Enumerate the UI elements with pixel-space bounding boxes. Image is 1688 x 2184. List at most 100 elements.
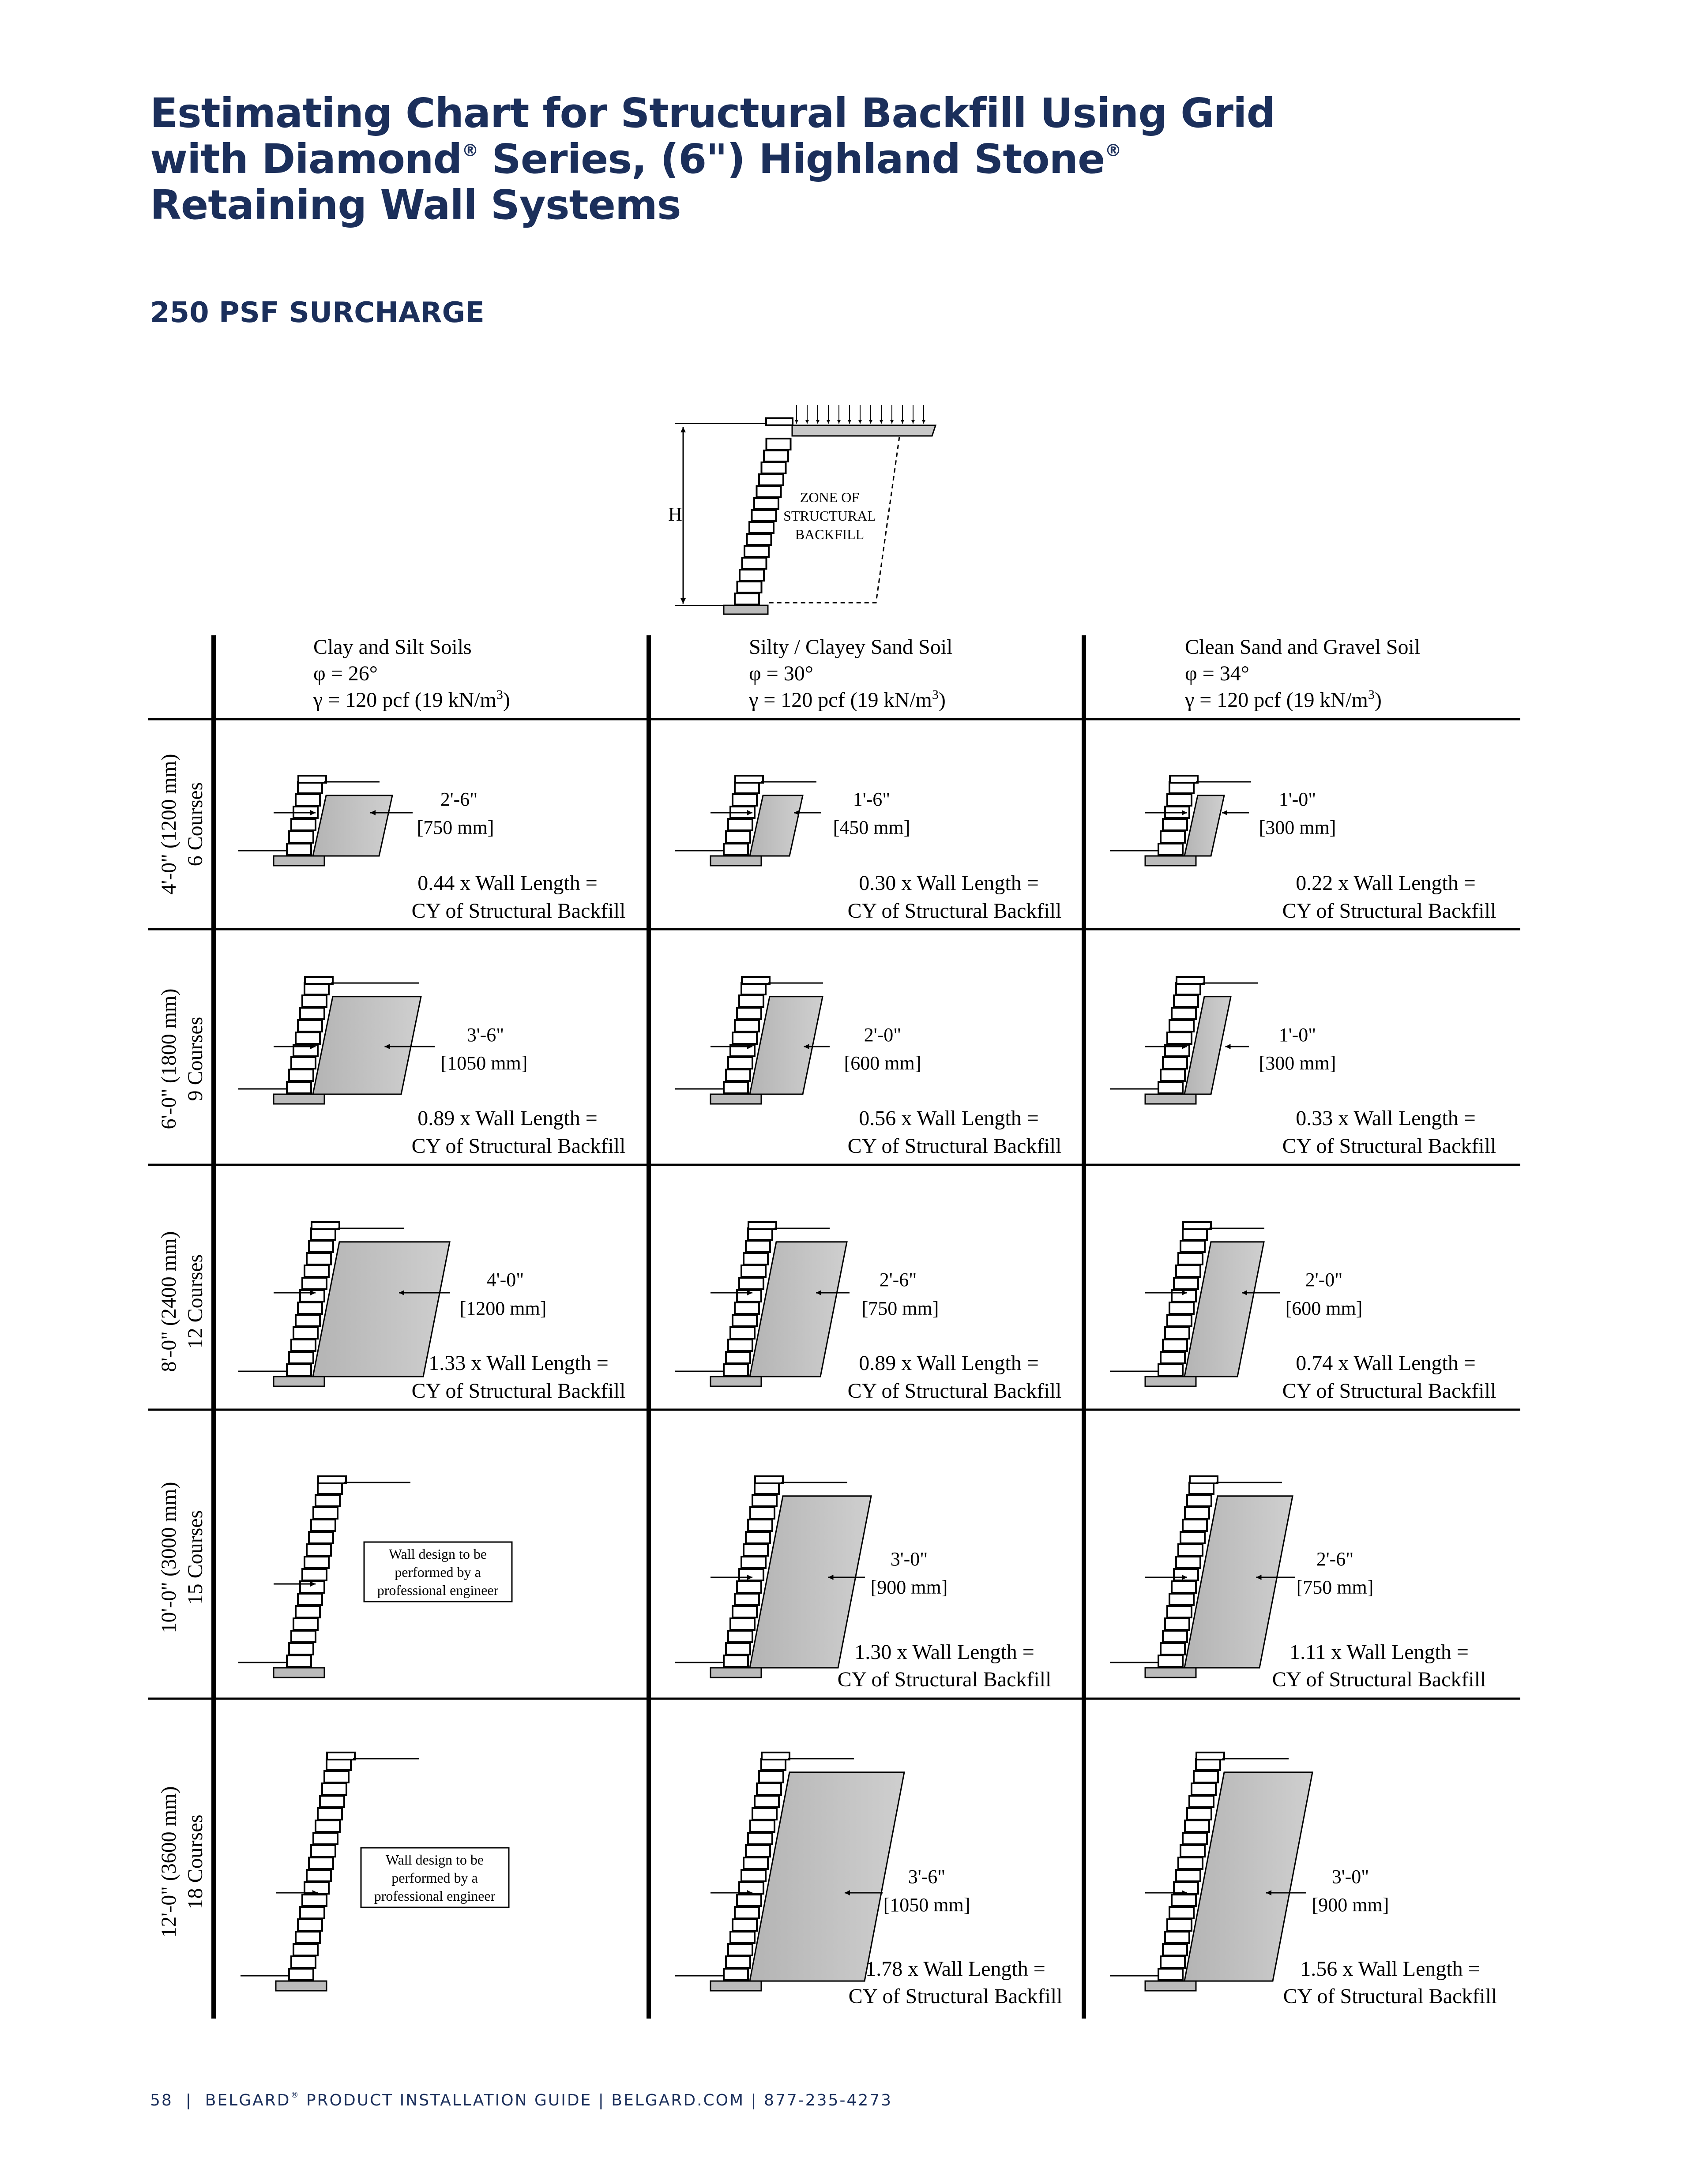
wall-block [1171,1007,1197,1020]
column-header-clean-sand: Clean Sand and Gravel Soil φ = 34° γ = 1… [1184,635,1420,712]
volume-factor: 1.11 x Wall Length = [1289,1640,1469,1664]
wall-block [725,1069,751,1082]
backfill-zone [749,1241,848,1377]
row-height: 12'-0" (3600 mm) [157,1786,180,1938]
wall-block [744,545,770,558]
backfill-depth-mm: [600 mm] [844,1052,921,1074]
backfill-zone [312,795,393,857]
backfill-depth-mm: [300 mm] [1259,817,1336,838]
wall-block [317,1482,343,1495]
title-line-2a: with Diamond [150,135,462,183]
volume-unit: CY of Structural Backfill [412,899,626,923]
zone-label-line-1: ZONE OF [800,489,859,505]
backfill-depth-ft: 2'-6" [440,788,478,810]
wall-block [723,1363,749,1377]
leveling-pad [710,1376,762,1387]
wall-block [741,557,767,570]
leveling-pad [275,1980,327,1992]
cell-diagrams [238,775,1313,1992]
wall-block [756,1782,782,1796]
friction-angle: φ = 30° [749,662,813,685]
engineer-note-box [363,1541,513,1602]
wall-block [288,1351,314,1364]
zone-boundary [768,436,900,604]
row-label-6ft: 6'-0" (1800 mm) 9 Courses [157,989,207,1130]
wall-block [315,1494,341,1507]
wall-block [1166,793,1192,807]
wall-block [727,818,753,831]
cell-r3-c3: 2'-0" [600 mm] 0.74 x Wall Length = CY o… [1282,1269,1496,1403]
cap-block [765,417,793,426]
wall-block [1164,1617,1190,1631]
wall-block [754,1795,780,1808]
engineer-note-line: Wall design to be [389,1546,487,1562]
wall-block [727,1943,753,1956]
footer-separator: | [179,2091,205,2109]
volume-unit: CY of Structural Backfill [1272,1668,1486,1691]
cap-block [734,775,764,784]
backfill-depth-ft: 3'-0" [1332,1866,1369,1888]
registered-mark: ® [290,2090,300,2100]
surcharge-slab [791,424,937,437]
wall-block [1180,1240,1206,1253]
engineer-note-line: performed by a [391,1870,477,1886]
backfill-depth-mm: [900 mm] [1312,1894,1389,1916]
wall-block [729,1617,756,1631]
wall-block [1166,1314,1192,1327]
footer-brand: BELGARD [205,2091,291,2109]
cell-r3-c2: 2'-6" [750 mm] 0.89 x Wall Length = CY o… [848,1269,1062,1403]
cap-block [741,976,771,985]
wall-block [288,1069,314,1082]
wall-block [290,1056,316,1069]
wall-block [290,1955,316,1969]
friction-angle: φ = 34° [1185,662,1249,685]
wall-block [1158,1968,1184,1981]
wall-block [745,1844,771,1858]
wall-block [306,1252,332,1265]
wall-block [1175,982,1201,995]
wall-block [1191,1782,1217,1796]
wall-block [741,1265,767,1278]
backfill-depth-ft: 1'-0" [1279,1024,1316,1046]
backfill-depth-ft: 2'-6" [1316,1548,1354,1570]
wall-block [1158,1363,1184,1377]
backfill-depth-ft: 1'-6" [853,788,891,810]
zone-label-line-2: STRUCTURAL [783,508,876,524]
wall-block [306,1869,332,1882]
wall-block [1160,1642,1186,1655]
wall-block [734,1019,760,1032]
row-courses: 6 Courses [184,782,207,867]
wall-block [1180,1531,1206,1544]
wall-block [723,1968,749,1981]
cap-block [1189,1475,1218,1484]
leveling-pad [1144,855,1197,867]
wall-block [1169,1593,1195,1606]
volume-factor: 0.89 x Wall Length = [417,1107,598,1130]
wall-block [1162,1943,1188,1956]
wall-block [1166,1918,1192,1932]
wall-block [286,1655,312,1668]
wall-block [1173,1881,1199,1895]
wall-block [1175,1265,1201,1278]
wall-block [758,473,784,486]
leveling-pad [273,855,325,867]
wall-block [743,1543,769,1557]
volume-unit: CY of Structural Backfill [838,1668,1052,1691]
wall-block [753,497,779,510]
wall-block [752,1807,778,1820]
wall-block [312,1506,338,1520]
cap-block [1182,1221,1212,1230]
wall-block [1160,1955,1186,1969]
wall-block [301,1568,327,1581]
wall-block [1173,1277,1199,1290]
volume-factor: 0.22 x Wall Length = [1296,871,1476,895]
backfill-depth-ft: 3'-6" [467,1024,504,1046]
backfill-zone [749,795,804,857]
wall-block [729,1326,756,1340]
backfill-depth-mm: [750 mm] [417,817,494,838]
wall-block [1173,1568,1199,1581]
backfill-zone [312,996,422,1095]
backfill-depth-ft: 1'-0" [1279,788,1316,810]
row-height: 8'-0" (2400 mm) [157,1231,180,1372]
